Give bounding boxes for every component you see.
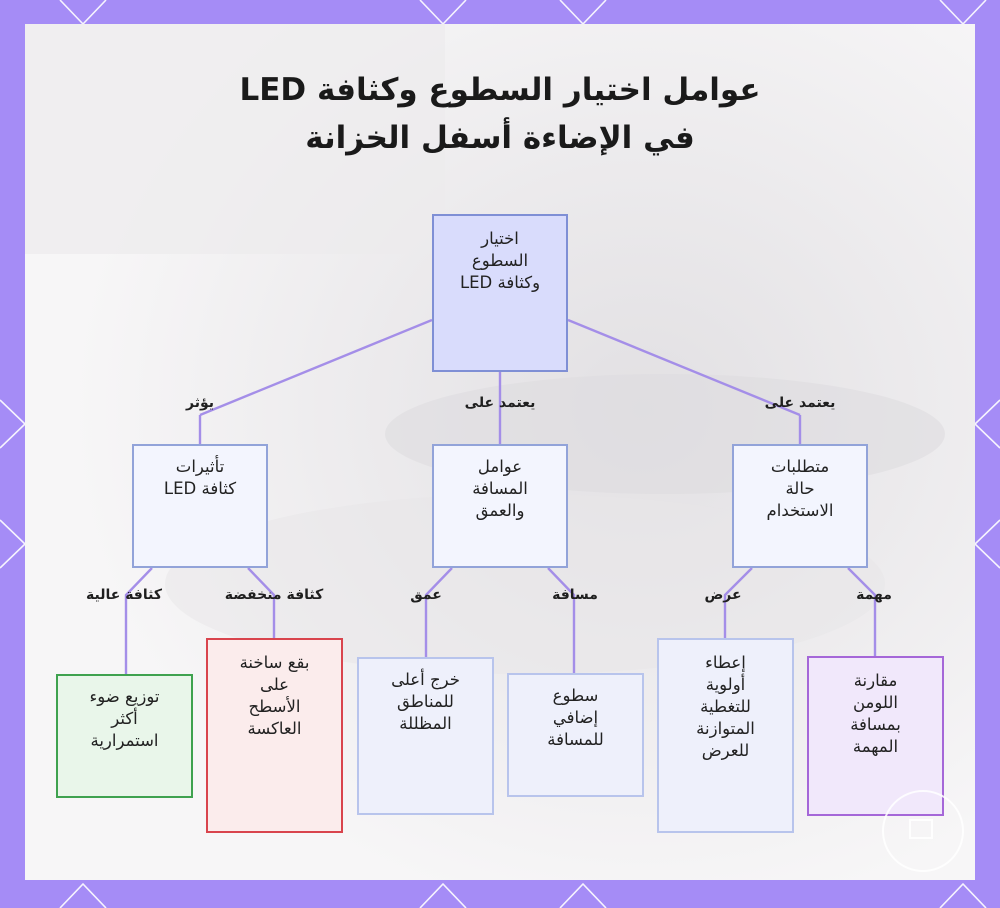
node-distance-factors-label: عوامل المسافة والعمق	[472, 457, 528, 520]
edge-label-task: مهمة	[856, 587, 892, 603]
node-root[interactable]: اختيار السطوع وكثافة LED	[432, 214, 568, 372]
edge-label-width: عرض	[704, 587, 742, 603]
node-task-result-label: مقارنة اللومن بمسافة المهمة	[850, 671, 901, 756]
edge-label-high-density: كثافة عالية	[86, 587, 162, 603]
node-depth-result[interactable]: خرج أعلى للمناطق المظللة	[357, 657, 494, 815]
title-line-1: عوامل اختيار السطوع وكثافة LED	[239, 72, 761, 108]
node-width-result-label: إعطاء أولوية للتغطية المتوازنة للعرض	[696, 653, 755, 760]
node-led-effects[interactable]: تأثيرات كثافة LED	[132, 444, 268, 568]
node-low-density-result-label: بقع ساخنة على الأسطح العاكسة	[239, 653, 310, 738]
edge-effects-low	[247, 567, 276, 638]
node-high-density-result[interactable]: توزيع ضوء أكثر استمرارية	[56, 674, 193, 798]
edge-usage-task	[847, 567, 877, 656]
edge-effects-high	[124, 567, 153, 674]
node-depth-result-label: خرج أعلى للمناطق المظللة	[391, 670, 460, 733]
node-high-density-result-label: توزيع ضوء أكثر استمرارية	[89, 687, 160, 750]
edge-root-usage	[567, 318, 801, 417]
edge-label-depends-center: يعتمد على	[464, 395, 536, 411]
node-usage-requirements[interactable]: متطلبات حالة الاستخدام	[732, 444, 868, 568]
node-led-effects-label: تأثيرات كثافة LED	[163, 457, 237, 498]
edge-usage-width	[723, 567, 753, 638]
edge-label-depends-right: يعتمد على	[764, 395, 836, 411]
edge-label-low-density: كثافة منخفضة	[224, 587, 324, 603]
node-low-density-result[interactable]: بقع ساخنة على الأسطح العاكسة	[206, 638, 343, 833]
node-distance-result-label: سطوع إضافي للمسافة	[547, 686, 604, 749]
node-width-result[interactable]: إعطاء أولوية للتغطية المتوازنة للعرض	[657, 638, 794, 833]
edge-distance-dist	[547, 567, 576, 673]
edge-distance-depth	[424, 567, 453, 657]
edge-label-distance: مسافة	[552, 587, 598, 603]
edge-root-effects	[199, 318, 433, 417]
node-distance-factors[interactable]: عوامل المسافة والعمق	[432, 444, 568, 568]
node-task-result[interactable]: مقارنة اللومن بمسافة المهمة	[807, 656, 944, 816]
watermark-logo-icon	[882, 790, 964, 872]
edge-label-affects: يؤثر	[186, 395, 214, 411]
node-usage-requirements-label: متطلبات حالة الاستخدام	[766, 457, 834, 520]
title-line-2: في الإضاءة أسفل الخزانة	[305, 120, 695, 156]
node-root-label: اختيار السطوع وكثافة LED	[459, 229, 541, 292]
edge-label-depth: عمق	[410, 587, 442, 603]
diagram-title: عوامل اختيار السطوع وكثافة LED في الإضاء…	[0, 66, 1000, 162]
node-distance-result[interactable]: سطوع إضافي للمسافة	[507, 673, 644, 797]
